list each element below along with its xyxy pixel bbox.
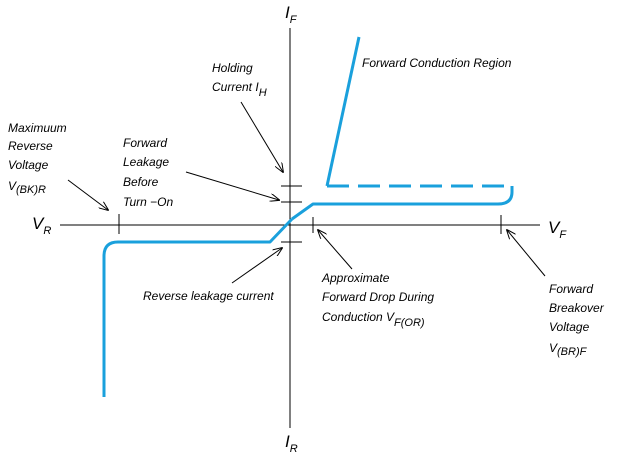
arrow-approx-drop	[318, 230, 353, 270]
annotation-forward-breakover: Forward Breakover Voltage V(BR)F	[549, 282, 605, 358]
annotation-reverse-leakage: Reverse leakage current	[143, 289, 274, 303]
arrow-reverse-leakage	[231, 248, 282, 284]
arrow-max-reverse	[67, 179, 108, 210]
svg-text:Leakage: Leakage	[123, 155, 169, 169]
characteristic-curve	[102, 36, 514, 397]
svg-text:V(BR)F: V(BR)F	[549, 341, 588, 358]
svg-text:Maximuum: Maximuum	[8, 121, 67, 135]
svg-text:Forward: Forward	[123, 136, 167, 150]
svg-text:Forward: Forward	[549, 282, 593, 296]
x-axis-right-label: VF	[548, 218, 567, 241]
svg-text:Conduction VF(OR): Conduction VF(OR)	[322, 310, 425, 329]
annotation-max-reverse-voltage: Maximuum Reverse Voltage V(BK)R	[8, 121, 67, 196]
arrow-breakover	[507, 230, 546, 277]
svg-text:Holding: Holding	[212, 61, 253, 75]
annotation-approx-forward-drop: Approximate Forward Drop During Conducti…	[321, 271, 434, 329]
svg-text:Voltage: Voltage	[8, 158, 49, 172]
arrow-holding	[240, 101, 283, 172]
y-axis-bottom-label: IR	[285, 432, 298, 455]
x-axis-left-label: VR	[32, 214, 51, 237]
svg-text:Reverse: Reverse	[8, 139, 53, 153]
y-axis-top-label: IF	[285, 3, 298, 26]
svg-text:Voltage: Voltage	[549, 320, 590, 334]
svg-text:Before: Before	[123, 175, 159, 189]
svg-text:Turn −On: Turn −On	[123, 195, 173, 209]
curve-forward-conduction	[325, 36, 361, 187]
annotation-forward-leakage: Forward Leakage Before Turn −On	[123, 136, 173, 209]
svg-text:Approximate: Approximate	[321, 271, 390, 285]
svg-text:Breakover: Breakover	[549, 301, 605, 315]
svg-text:Current IH: Current IH	[212, 80, 267, 99]
annotation-forward-conduction: Forward Conduction Region	[362, 56, 512, 70]
curve-reverse-region	[102, 217, 294, 397]
curve-forward-blocking	[291, 186, 514, 221]
svg-text:Forward Drop During: Forward Drop During	[322, 290, 434, 304]
annotation-holding-current: Holding Current IH	[212, 61, 267, 99]
arrow-forward-leakage	[185, 171, 279, 200]
svg-text:V(BK)R: V(BK)R	[8, 179, 46, 196]
